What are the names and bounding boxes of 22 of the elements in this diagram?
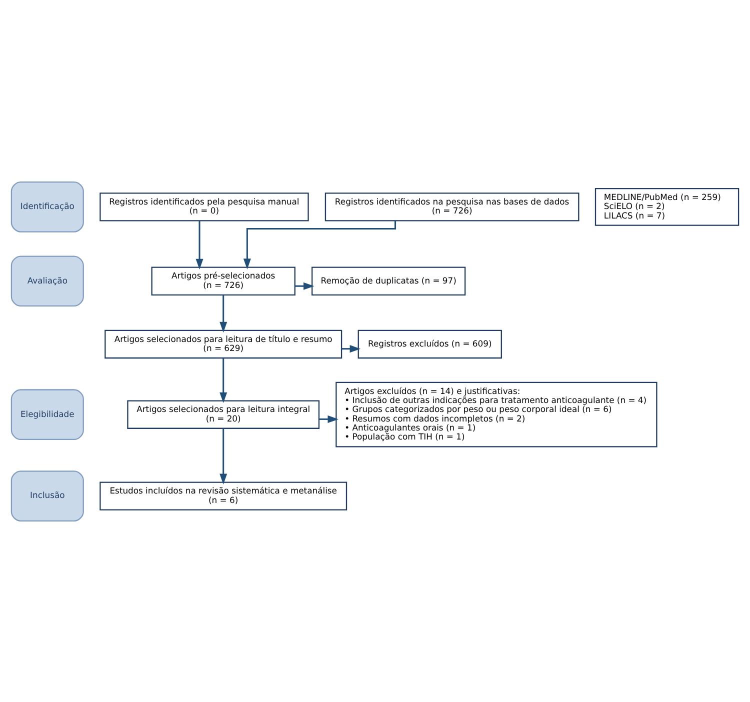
node-box: Elegibilidade (10, 388, 84, 440)
node-box: Artigos excluídos (n = 14) e justificativas: • Inclusão de outras indicações para tratamento anticoagulante (n = 4) • Grupos categorizados por peso ou peso corporal ideal (n = 6) • Resumos com dados incompletos (n = 2) • Anticoagulantes orais (n = 1) • População com TIH (n = 1) (336, 381, 658, 447)
arrow (196, 220, 204, 270)
node-box: Registros excluídos (n = 609) (358, 329, 502, 358)
node-box: Identificação (10, 180, 84, 232)
node-box: Registros identificados na pesquisa nas bases de dados (n = 726) (324, 192, 580, 221)
arrow (295, 282, 314, 290)
node-box: Artigos pré-selecionados (n = 726) (151, 266, 296, 295)
node-box: Remoção de duplicatas (n = 97) (312, 266, 466, 295)
arrow (220, 358, 228, 403)
node-box: Avaliação (10, 255, 84, 306)
arrow (243, 220, 396, 269)
node-box: Estudos incluídos na revisão sistemática e metanálise (n = 6) (100, 481, 348, 510)
arrow (220, 294, 228, 332)
node-box: Inclusão (10, 470, 84, 522)
node-box: Artigos selecionados para leitura de título e resumo (n = 629) (104, 329, 342, 358)
node-box: MEDLINE/PubMed (n = 259) SciELO (n = 2) LILACS (n = 7) (594, 187, 740, 226)
node-box: Registros identificados pela pesquisa manual (n = 0) (100, 192, 309, 221)
arrow (220, 428, 228, 484)
node-box: Artigos selecionados para leitura integral (n = 20) (127, 400, 320, 428)
arrow (319, 414, 338, 422)
arrow (342, 344, 361, 352)
